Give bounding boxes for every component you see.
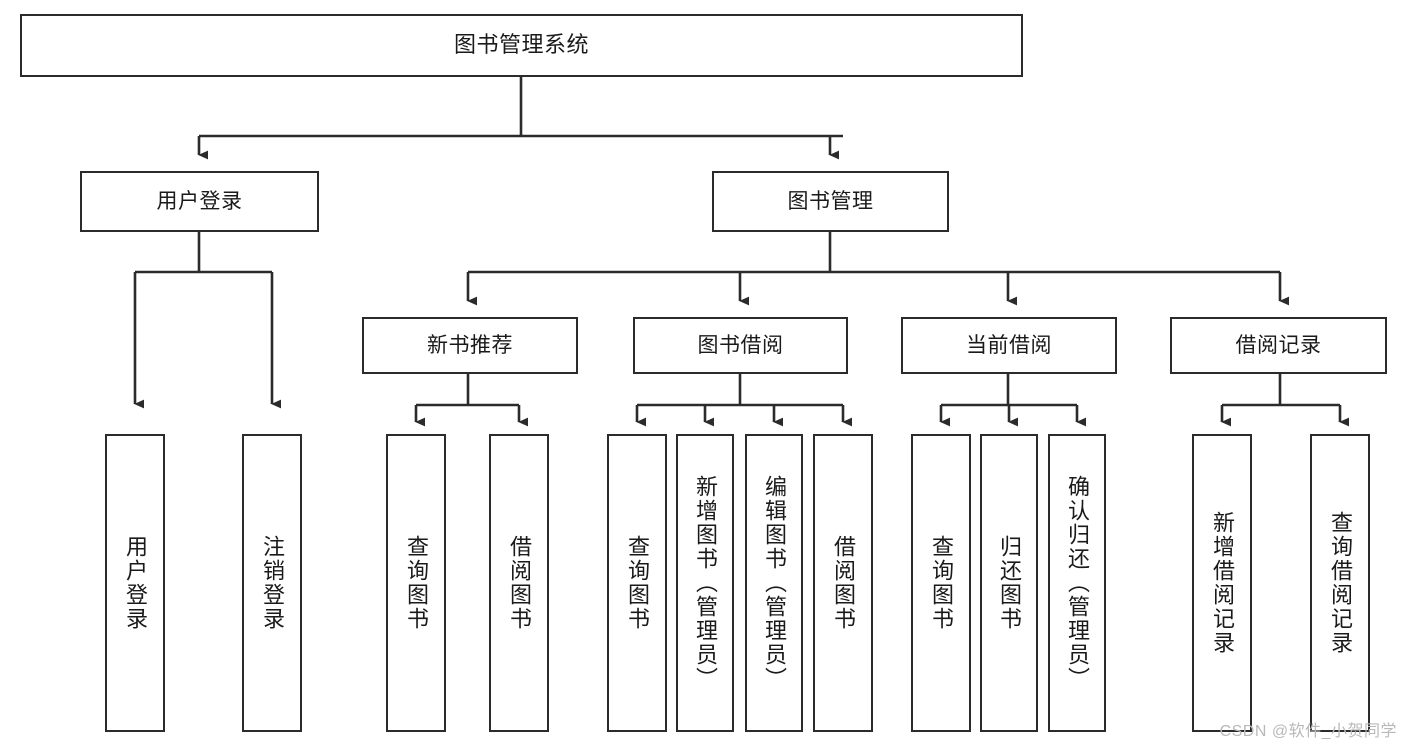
node-book-manage[interactable]: 图书管理 bbox=[712, 171, 949, 232]
node-leaf-user-login[interactable]: 用户登录 bbox=[105, 434, 165, 732]
node-leaf-confirm-return-label: 确认归还（管理员） bbox=[1065, 475, 1090, 691]
node-root[interactable]: 图书管理系统 bbox=[20, 14, 1023, 77]
node-leaf-return-book-label: 归还图书 bbox=[997, 535, 1022, 631]
node-leaf-borrow-book-2[interactable]: 借阅图书 bbox=[813, 434, 873, 732]
node-leaf-borrow-book-2-label: 借阅图书 bbox=[831, 535, 856, 631]
node-borrow-record[interactable]: 借阅记录 bbox=[1170, 317, 1387, 374]
node-leaf-borrow-book-1[interactable]: 借阅图书 bbox=[489, 434, 549, 732]
node-leaf-query-book-3[interactable]: 查询图书 bbox=[911, 434, 971, 732]
node-leaf-borrow-book-1-label: 借阅图书 bbox=[507, 535, 532, 631]
node-leaf-query-record-label: 查询借阅记录 bbox=[1328, 511, 1353, 655]
node-leaf-query-book-2-label: 查询图书 bbox=[625, 535, 650, 631]
node-user-login[interactable]: 用户登录 bbox=[80, 171, 319, 232]
node-current-borrow-label: 当前借阅 bbox=[966, 333, 1052, 357]
node-leaf-add-book-label: 新增图书（管理员） bbox=[693, 475, 718, 691]
node-borrow-record-label: 借阅记录 bbox=[1235, 333, 1322, 357]
node-leaf-query-record[interactable]: 查询借阅记录 bbox=[1310, 434, 1370, 732]
node-user-login-label: 用户登录 bbox=[156, 189, 243, 213]
node-book-manage-label: 图书管理 bbox=[787, 189, 874, 213]
node-new-book-recommend[interactable]: 新书推荐 bbox=[362, 317, 578, 374]
node-leaf-edit-book-label: 编辑图书（管理员） bbox=[762, 475, 787, 691]
node-leaf-edit-book[interactable]: 编辑图书（管理员） bbox=[745, 434, 803, 732]
node-leaf-query-book-1-label: 查询图书 bbox=[404, 535, 429, 631]
watermark-text: CSDN @软件_小贺同学 bbox=[1219, 723, 1397, 740]
node-new-book-recommend-label: 新书推荐 bbox=[427, 333, 513, 357]
node-leaf-add-record-label: 新增借阅记录 bbox=[1210, 511, 1235, 655]
node-leaf-return-book[interactable]: 归还图书 bbox=[980, 434, 1038, 732]
node-leaf-add-record[interactable]: 新增借阅记录 bbox=[1192, 434, 1252, 732]
node-root-label: 图书管理系统 bbox=[453, 32, 589, 58]
node-book-borrow-label: 图书借阅 bbox=[697, 333, 784, 357]
node-leaf-query-book-1[interactable]: 查询图书 bbox=[386, 434, 446, 732]
node-leaf-logout-login[interactable]: 注销登录 bbox=[242, 434, 302, 732]
node-leaf-add-book[interactable]: 新增图书（管理员） bbox=[676, 434, 734, 732]
node-leaf-user-login-label: 用户登录 bbox=[123, 535, 148, 631]
node-current-borrow[interactable]: 当前借阅 bbox=[901, 317, 1117, 374]
node-leaf-logout-login-label: 注销登录 bbox=[260, 535, 285, 631]
node-leaf-query-book-3-label: 查询图书 bbox=[929, 535, 954, 631]
node-leaf-confirm-return[interactable]: 确认归还（管理员） bbox=[1048, 434, 1106, 732]
node-leaf-query-book-2[interactable]: 查询图书 bbox=[607, 434, 667, 732]
node-book-borrow[interactable]: 图书借阅 bbox=[633, 317, 848, 374]
